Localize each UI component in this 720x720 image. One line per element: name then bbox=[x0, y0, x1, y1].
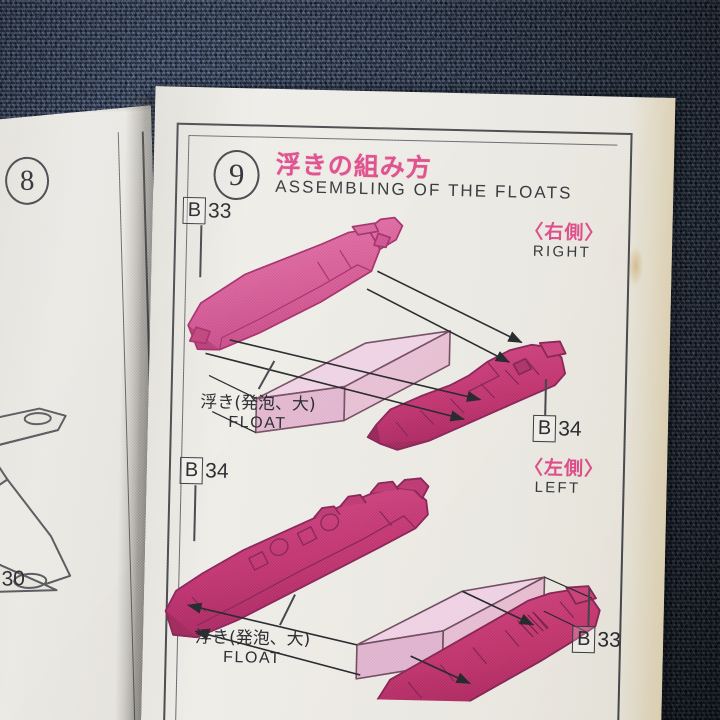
callout-b33-top: B 33 bbox=[182, 196, 232, 225]
left-page-content: 8 A 30 bbox=[0, 105, 169, 720]
step-number-8: 8 bbox=[4, 156, 50, 206]
float-label-bottom: 浮き(発泡、大) FLOAT bbox=[194, 622, 311, 669]
callout-number: 34 bbox=[557, 416, 582, 441]
callout-a30: A 30 bbox=[0, 565, 25, 593]
callout-letter: B bbox=[182, 196, 207, 225]
callout-letter: B bbox=[179, 456, 204, 485]
step-title-english: ASSEMBLING OF THE FLOATS bbox=[275, 176, 573, 203]
float-assembly-diagram-top bbox=[187, 216, 567, 451]
callout-b34-left: B 34 bbox=[179, 456, 229, 485]
callout-letter: B bbox=[571, 625, 596, 654]
callout-number: 34 bbox=[204, 458, 229, 483]
float-label-english: FLOAT bbox=[228, 413, 287, 433]
left-page-part-drawing bbox=[0, 407, 72, 595]
callout-letter: B bbox=[532, 414, 557, 443]
float-label-japanese: 浮き(発泡、大) bbox=[194, 627, 311, 650]
right-page-content: 9 浮きの組み方 ASSEMBLING OF THE FLOATS 〈右側〉 R… bbox=[141, 86, 676, 720]
float-label-english: FLOAT bbox=[222, 648, 282, 668]
float-assembly-diagram-bottom bbox=[164, 477, 601, 706]
callout-b33-bottom: B 33 bbox=[571, 625, 622, 654]
callout-number: 33 bbox=[597, 627, 622, 652]
float-label-japanese: 浮き(発泡、大) bbox=[200, 392, 316, 415]
callout-b34-right: B 34 bbox=[532, 414, 582, 443]
float-label-top: 浮き(発泡、大) FLOAT bbox=[200, 387, 316, 434]
callout-number: 33 bbox=[207, 198, 232, 223]
callout-number: 30 bbox=[1, 566, 26, 591]
step-number-9: 9 bbox=[212, 149, 261, 201]
